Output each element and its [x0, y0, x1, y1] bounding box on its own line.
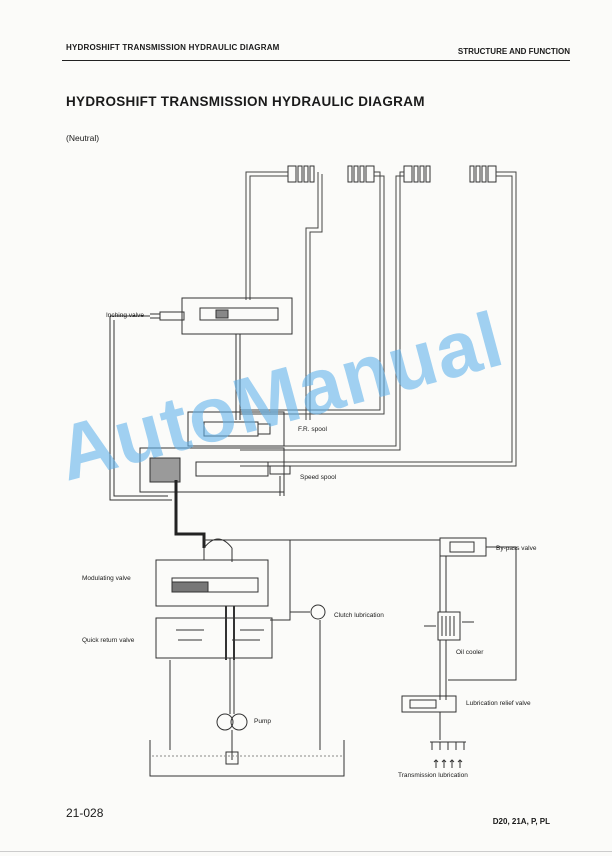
- bottom-rule: [0, 851, 612, 852]
- label-inching-valve: Inching valve: [106, 312, 144, 319]
- page-subtitle: (Neutral): [66, 133, 100, 143]
- header-section-title: HYDROSHIFT TRANSMISSION HYDRAULIC DIAGRA…: [66, 43, 280, 52]
- page-title: HYDROSHIFT TRANSMISSION HYDRAULIC DIAGRA…: [66, 94, 425, 109]
- pump-assembly: [216, 658, 248, 765]
- main-pressure-line: [174, 480, 206, 548]
- label-modulating-valve: Modulating valve: [82, 575, 131, 582]
- oil-tank: [149, 620, 345, 777]
- modulating-valve: [155, 538, 269, 607]
- lubrication-relief-valve: [401, 695, 457, 740]
- inching-valve: [150, 297, 293, 335]
- label-transmission-lubrication: Transmission lubrication: [398, 772, 468, 779]
- page-number: 21-028: [66, 806, 104, 820]
- pressure-connector: [204, 539, 440, 621]
- label-bypass-valve: By-pass valve: [496, 545, 537, 552]
- label-speed-spool: Speed spool: [300, 474, 337, 481]
- inching-lines: [109, 315, 241, 501]
- bypass-valve: [439, 537, 517, 681]
- label-pump: Pump: [254, 718, 271, 725]
- label-fr-spool: F.R. spool: [298, 426, 327, 433]
- clutch-lines: [240, 171, 517, 467]
- model-code: D20, 21A, P, PL: [492, 817, 550, 826]
- header-rule: [62, 60, 570, 61]
- oil-cooler: [424, 556, 474, 700]
- speed-spool-body: [139, 447, 291, 496]
- clutch-pack-first: [403, 165, 431, 183]
- label-oil-cooler: Oil cooler: [456, 649, 484, 656]
- clutch-pack-second: [469, 165, 497, 183]
- clutch-lubrication: [290, 604, 326, 620]
- clutch-pack-reverse: [287, 165, 315, 183]
- label-lubrication-relief-valve: Lubrication relief valve: [466, 700, 531, 707]
- clutch-pack-forward: [347, 165, 375, 183]
- label-clutch-lubrication: Clutch lubrication: [334, 612, 384, 619]
- header-chapter-title: STRUCTURE AND FUNCTION: [457, 47, 570, 56]
- label-quick-return-valve: Quick return valve: [82, 637, 135, 644]
- fr-spool-body: [187, 411, 285, 447]
- quick-return-valve: [155, 606, 273, 660]
- transmission-lubrication-nozzles: [430, 741, 466, 768]
